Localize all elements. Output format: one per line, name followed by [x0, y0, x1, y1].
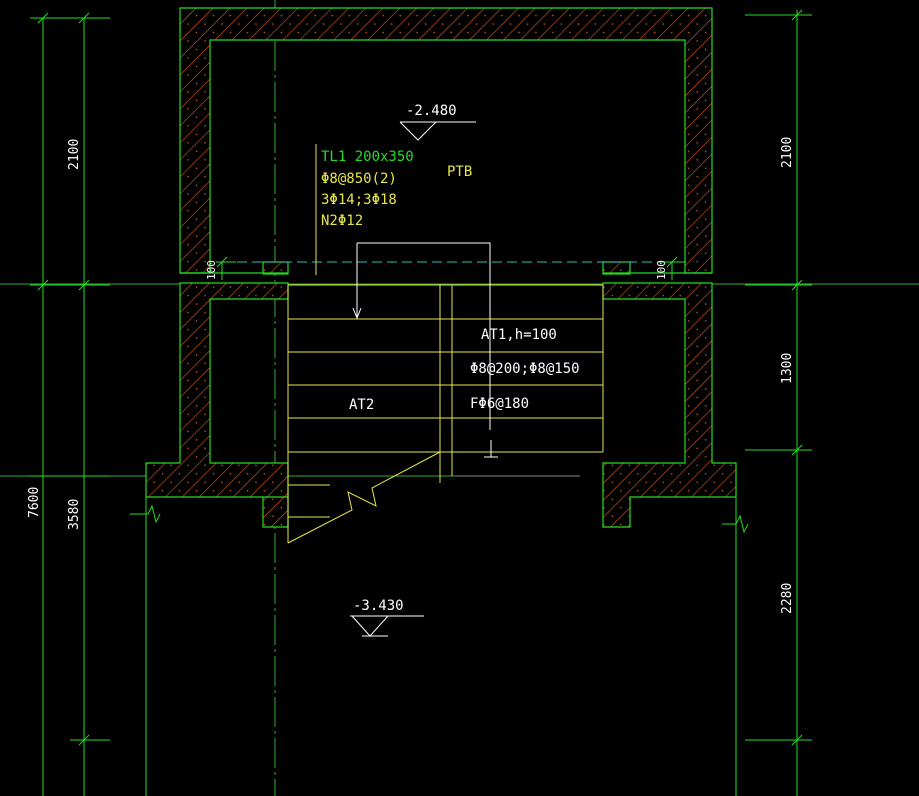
left-cap	[262, 261, 289, 275]
beam-line-1: TL1 200x350	[321, 149, 414, 165]
dim-right-middle: 1300	[780, 353, 795, 384]
left-lower-wall	[145, 282, 289, 528]
beam-line-4: N2Φ12	[321, 213, 363, 229]
level-lower: -3.430	[353, 598, 404, 614]
dim-wall-left: 100	[205, 260, 218, 280]
dimension-texts: 2100 3580 7600 2100 1300 2280 100 100	[27, 137, 795, 614]
beam-line-2: Φ8@850(2)	[321, 171, 397, 187]
stair-right-label-3: FΦ6@180	[470, 396, 529, 412]
beam-line-3: 3Φ14;3Φ18	[321, 192, 397, 208]
upper-wall	[179, 7, 713, 274]
platform-label: PTB	[447, 164, 472, 180]
dim-right-top: 2100	[780, 137, 795, 168]
right-cap	[602, 261, 631, 275]
walls	[145, 7, 737, 528]
stair	[287, 284, 604, 544]
dim-left-bottom: 3580	[67, 499, 82, 530]
stair-annotation: AT2 AT1,h=100 Φ8@200;Φ8@150 FΦ6@180	[349, 327, 580, 413]
dim-left-total: 7600	[27, 487, 42, 518]
beam-annotation: TL1 200x350 Φ8@850(2) 3Φ14;3Φ18 N2Φ12 PT…	[321, 149, 472, 229]
level-symbols	[350, 121, 476, 637]
level-texts: -2.480 -3.430	[353, 103, 457, 614]
stair-right-label-2: Φ8@200;Φ8@150	[470, 361, 580, 377]
dimension-lines	[30, 9, 812, 796]
level-upper: -2.480	[406, 103, 457, 119]
dim-left-top: 2100	[67, 139, 82, 170]
dim-wall-right: 100	[655, 260, 668, 280]
right-lower-wall	[602, 282, 737, 528]
stair-left-label: AT2	[349, 397, 374, 413]
stair-right-label-1: AT1,h=100	[481, 327, 557, 343]
dim-right-bottom: 2280	[780, 583, 795, 614]
beam-leader	[315, 144, 498, 458]
